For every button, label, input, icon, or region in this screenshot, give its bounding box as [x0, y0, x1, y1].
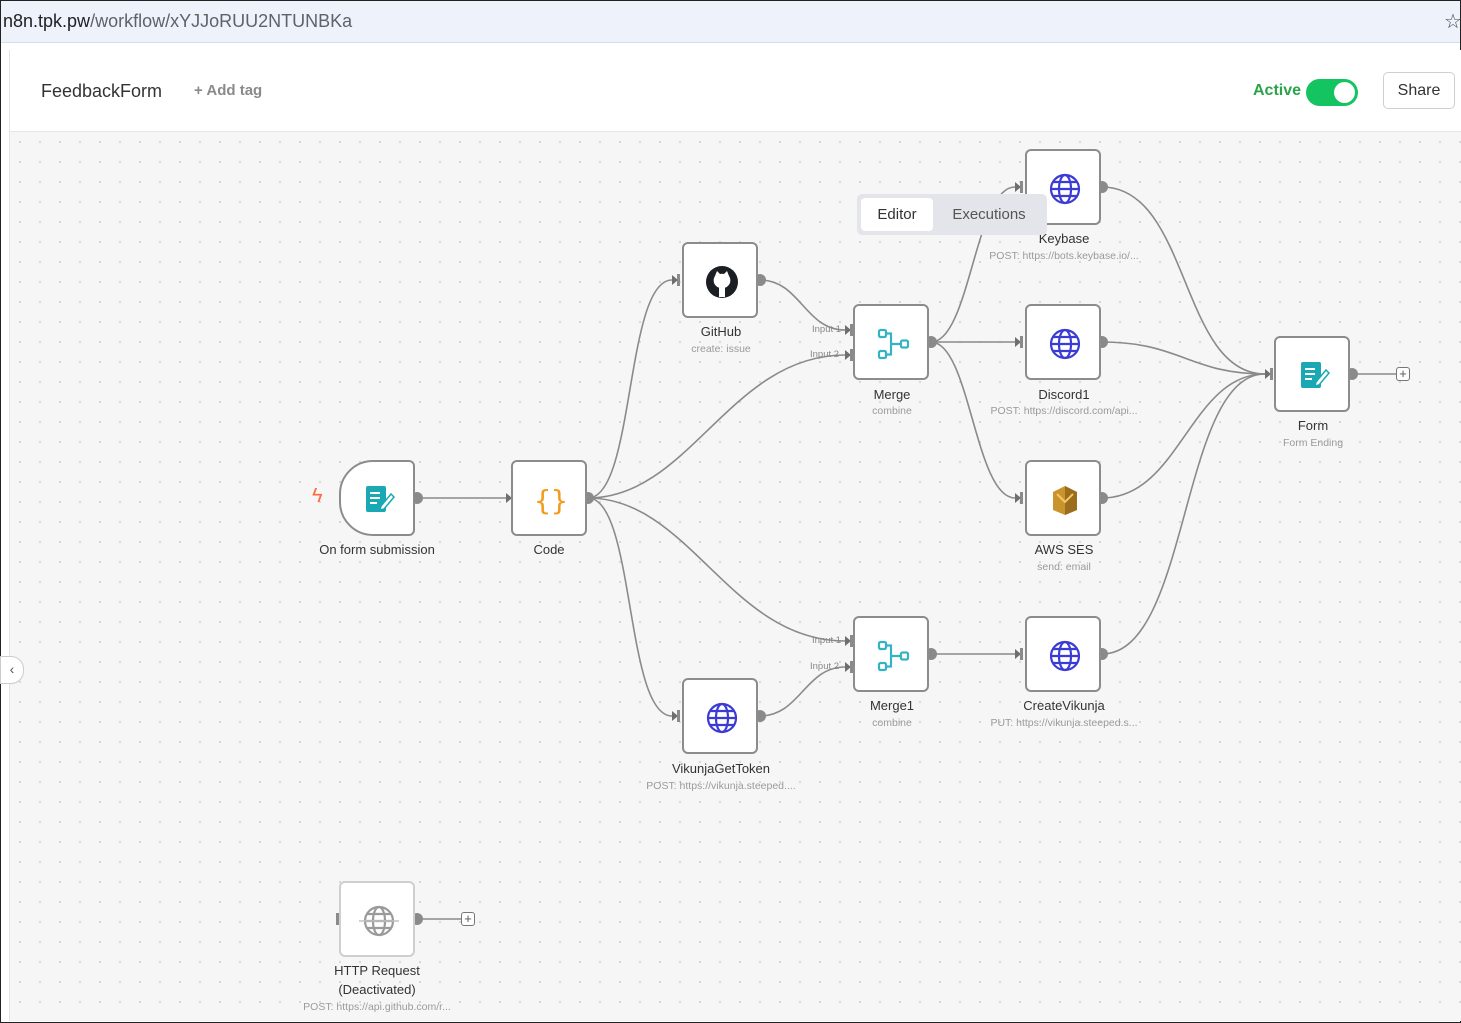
connection-code-github [587, 279, 673, 499]
node-subtitle: POST: https://discord.com/api... [990, 405, 1138, 417]
node-vikunjagettoken[interactable] [682, 678, 758, 754]
node-label: Code [533, 542, 565, 557]
merge-input1-label: Input 1 [812, 324, 842, 335]
merge1-input1-label: Input 1 [812, 635, 842, 646]
connection-code-vikunjagettoken [587, 497, 673, 717]
add-tag-button[interactable]: + Add tag [194, 82, 263, 99]
form-icon [1301, 362, 1331, 388]
active-label: Active [1253, 82, 1302, 99]
svg-text:{}: {} [534, 484, 568, 517]
connection-code-merge-input2 [587, 354, 846, 499]
merge-icon [877, 328, 910, 360]
github-icon [706, 266, 738, 298]
globe-icon [1049, 173, 1081, 205]
node-label: CreateVikunja [1023, 698, 1105, 713]
node-code[interactable]: {} [511, 460, 587, 536]
connection-createvikunja-form [1101, 373, 1266, 655]
node-label: Merge1 [869, 698, 915, 713]
chevron-left-icon[interactable]: ‹ [0, 656, 24, 684]
node-subtitle: POST: https://vikunja.steeped.... [646, 780, 796, 792]
connection-merge-awsses [930, 341, 1016, 499]
node-subtitle: PUT: https://vikunja.steeped.s... [990, 717, 1138, 729]
aws-ses-icon [1053, 486, 1077, 515]
node-subtitle: POST: https://bots.keybase.io/... [989, 250, 1139, 262]
node-label-line2: (Deactivated) [338, 982, 416, 997]
globe-icon [359, 905, 399, 937]
node-merge[interactable] [853, 304, 929, 380]
url-path: /workflow/xYJJoRUU2NTUNBKa [90, 11, 353, 31]
node-subtitle: combine [872, 405, 912, 417]
node-github[interactable] [682, 242, 758, 318]
tab-editor[interactable]: Editor [861, 198, 933, 231]
globe-icon [706, 702, 738, 734]
node-label: VikunjaGetToken [671, 761, 771, 776]
node-subtitle: Form Ending [1282, 437, 1344, 449]
connection-vikunjagettoken-merge1-input2 [759, 666, 846, 717]
node-label: Form [1297, 418, 1329, 433]
connection-discord1-form [1101, 341, 1266, 375]
url-text[interactable]: n8n.tpk.pw/workflow/xYJJoRUU2NTUNBKa [3, 11, 352, 32]
connection-merge-keybase [930, 186, 1016, 343]
share-button[interactable]: Share [1383, 72, 1455, 109]
tab-executions[interactable]: Executions [952, 206, 1026, 223]
node-merge1[interactable] [853, 616, 929, 692]
toggle-knob [1334, 82, 1355, 103]
connection-code-merge1-input1 [587, 497, 846, 642]
node-http-request-deactivated[interactable] [339, 881, 415, 957]
node-label: Keybase [1038, 231, 1090, 246]
node-label: HTTP Request (Deactivated) [287, 961, 467, 999]
node-discord1[interactable] [1025, 304, 1101, 380]
merge-input2-label: Input 2 [810, 349, 840, 360]
node-label-line1: HTTP Request [334, 963, 420, 978]
node-label: GitHub [700, 324, 742, 339]
form-icon [366, 486, 396, 512]
node-label: Discord1 [1038, 387, 1090, 402]
globe-icon [1049, 640, 1081, 672]
node-label: Merge [873, 387, 911, 402]
connection-github-merge-input1 [759, 279, 846, 331]
node-form[interactable] [1274, 336, 1350, 412]
node-subtitle: combine [872, 717, 912, 729]
star-icon[interactable]: ☆ [1444, 11, 1461, 33]
url-host: n8n.tpk.pw [3, 11, 91, 31]
node-aws-ses[interactable] [1025, 460, 1101, 536]
merge1-input2-label: Input 2 [810, 661, 840, 672]
n8n-app: FeedbackForm + Add tag Active Share ‹ [0, 50, 1461, 1021]
lightning-bolt-icon: ϟ [312, 485, 323, 507]
node-subtitle: send: email [1037, 561, 1091, 573]
workflow-name[interactable]: FeedbackForm [41, 81, 163, 101]
workflow-header: FeedbackForm + Add tag Active Share [10, 50, 1461, 132]
node-label: On form submission [319, 542, 435, 557]
merge-icon [877, 640, 910, 672]
node-on-form-submission[interactable] [339, 460, 415, 536]
active-toggle[interactable] [1306, 79, 1358, 106]
globe-icon [1049, 328, 1081, 360]
connection-keybase-form [1101, 186, 1266, 375]
add-node-plus-icon[interactable]: + [1396, 367, 1410, 381]
add-node-plus-icon[interactable]: + [461, 912, 475, 926]
connections [336, 181, 1396, 925]
node-subtitle: create: issue [691, 343, 751, 355]
code-braces-icon: {} [534, 484, 568, 517]
node-subtitle: POST: https://api.github.com/r... [303, 1001, 451, 1013]
connection-awsses-form [1101, 373, 1266, 499]
view-tabs: Editor Executions [857, 194, 1047, 235]
workflow-canvas[interactable]: ‹ [0, 132, 1461, 1021]
node-createvikunja[interactable] [1025, 616, 1101, 692]
address-bar[interactable]: n8n.tpk.pw/workflow/xYJJoRUU2NTUNBKa ☆ [1, 1, 1461, 43]
node-label: AWS SES [1034, 542, 1094, 557]
